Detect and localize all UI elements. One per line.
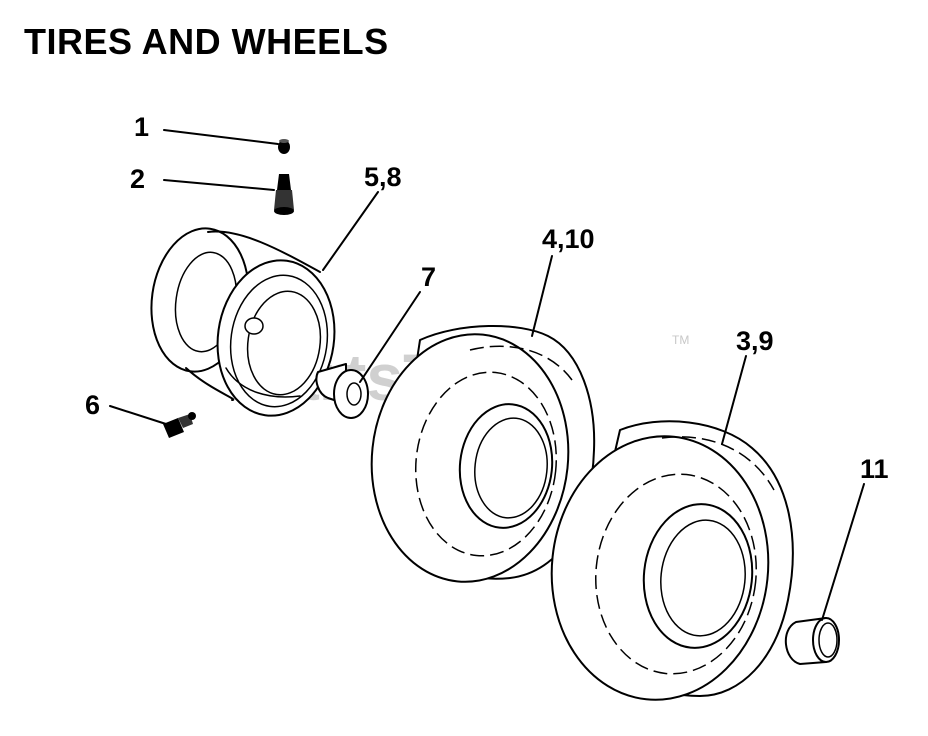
part-rear-tire bbox=[550, 420, 794, 701]
part-hub-cap bbox=[784, 617, 840, 665]
callout-label-5-8: 5,8 bbox=[364, 162, 402, 192]
callout-label-2: 2 bbox=[130, 164, 145, 194]
part-wheel-rim bbox=[150, 227, 336, 417]
diagram-title: TIRES AND WHEELS bbox=[24, 21, 389, 62]
callout-label-6: 6 bbox=[85, 390, 100, 420]
leader-lines bbox=[109, 129, 865, 621]
callout-label-4-10: 4,10 bbox=[542, 224, 595, 254]
callout-label-3-9: 3,9 bbox=[736, 326, 774, 356]
callout-label-11: 11 bbox=[860, 454, 889, 484]
part-grease-fitting bbox=[163, 412, 196, 438]
callout-label-1: 1 bbox=[134, 112, 149, 142]
part-valve-cap bbox=[278, 139, 290, 154]
callout-label-7: 7 bbox=[421, 262, 436, 292]
part-front-tire bbox=[370, 325, 596, 583]
part-valve-stem bbox=[274, 174, 294, 215]
watermark-trademark: TM bbox=[672, 333, 689, 347]
